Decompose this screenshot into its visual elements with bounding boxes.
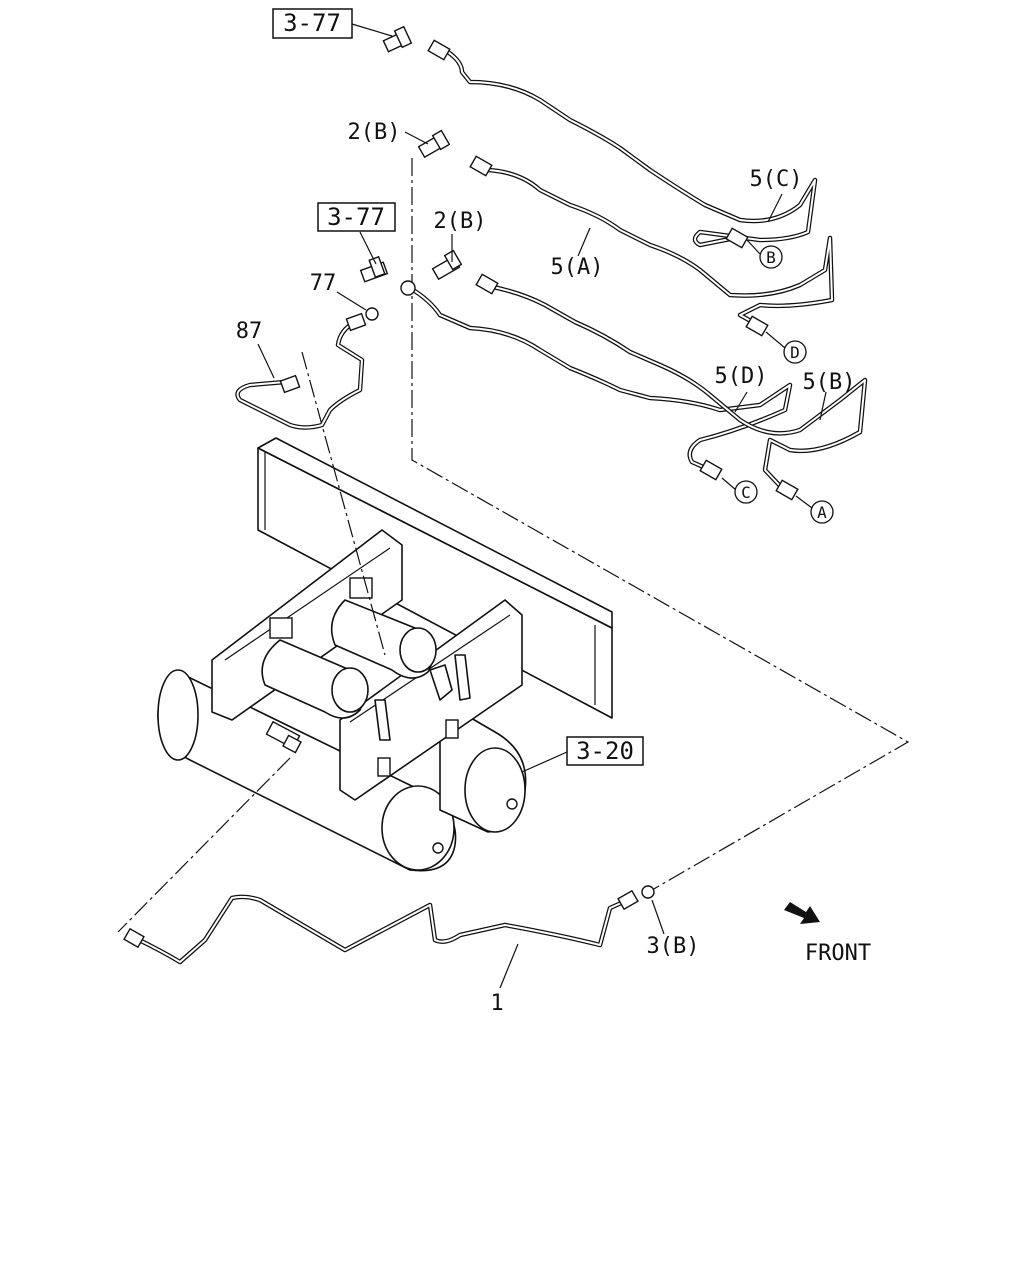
connector-d[interactable]: D: [783, 340, 807, 364]
part-label-77: 77: [310, 271, 337, 296]
tee-fitting-2b-mid: [431, 249, 463, 281]
part-label-5b: 5(B): [803, 370, 856, 395]
part-label-5a: 5(A): [551, 255, 604, 280]
part-label-87: 87: [236, 319, 263, 344]
tee-fitting-top: [382, 25, 413, 53]
ref-label-top: 3-77: [283, 9, 341, 37]
pipe-5c: [445, 49, 818, 248]
brake-chambers: [261, 577, 437, 719]
part-label-3b: 3(B): [647, 934, 700, 959]
pipe-5a: [485, 167, 835, 328]
connector-a-label: A: [817, 503, 827, 522]
pipe-1: [132, 894, 631, 965]
part-label-2b-top: 2(B): [348, 120, 401, 145]
connector-a[interactable]: A: [810, 500, 834, 524]
connector-b-label: B: [766, 248, 776, 267]
air-tanks: [157, 669, 527, 872]
connector-c-label: C: [741, 483, 751, 502]
connector-c[interactable]: C: [734, 480, 758, 504]
front-indicator: FRONT: [784, 902, 871, 966]
tee-fitting-2b-top: [417, 129, 451, 159]
leader-lines: [117, 158, 910, 933]
tank-valve: [265, 720, 302, 754]
front-label: FRONT: [805, 941, 871, 966]
part-label-5c: 5(C): [750, 167, 803, 192]
part-label-5d: 5(D): [715, 364, 768, 389]
ref-box-tank[interactable]: 3-20: [566, 736, 644, 766]
connector-b[interactable]: B: [759, 245, 783, 269]
ref-box-top[interactable]: 3-77: [272, 8, 353, 39]
pipe-5b: [485, 283, 868, 491]
callout-lines: [257, 23, 827, 989]
connector-d-label: D: [790, 343, 800, 362]
ref-label-mid: 3-77: [327, 203, 385, 231]
ref-box-mid[interactable]: 3-77: [317, 202, 396, 232]
pipe-87: [235, 319, 365, 430]
fittings: [123, 25, 799, 949]
part-label-1: 1: [490, 991, 503, 1016]
pipe-5d: [407, 285, 793, 473]
ref-label-tank: 3-20: [576, 737, 634, 765]
front-arrow-icon: [784, 902, 820, 924]
part-label-2b-mid: 2(B): [434, 209, 487, 234]
